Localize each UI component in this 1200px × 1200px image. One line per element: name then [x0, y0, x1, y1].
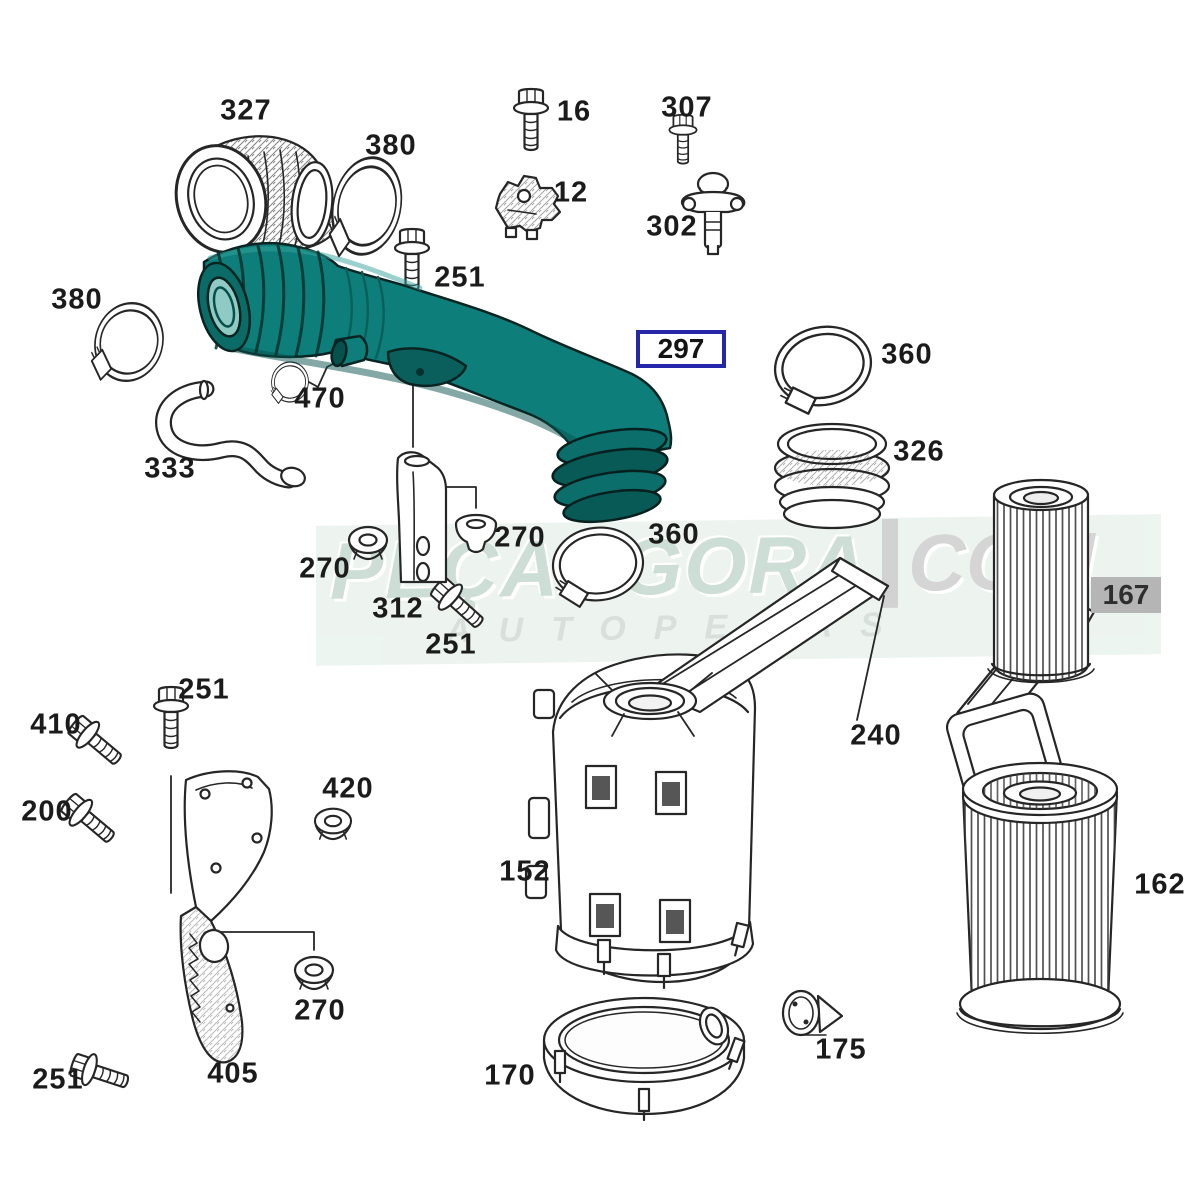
part-333-hose — [155, 379, 306, 489]
part-label-297-highlight-box: 297 — [636, 330, 726, 368]
part-270-grommet-left — [347, 525, 389, 561]
part-312-bracket — [396, 451, 448, 584]
part-label-470: 470 — [294, 382, 346, 415]
part-170-lower-ring — [542, 996, 746, 1122]
part-label-251-bl: 251 — [178, 673, 230, 706]
part-270-nut-mid — [454, 513, 498, 554]
part-label-333: 333 — [144, 452, 196, 485]
part-label-326: 326 — [893, 435, 945, 468]
part-label-360-right: 360 — [881, 338, 933, 371]
part-label-251-top: 251 — [434, 261, 486, 294]
part-label-270-left: 270 — [299, 552, 351, 585]
part-label-380-top: 380 — [365, 129, 417, 162]
part-label-410: 410 — [30, 708, 82, 741]
part-16-bolt — [512, 87, 550, 152]
part-420-nut — [313, 807, 353, 841]
part-label-327: 327 — [220, 94, 272, 127]
part-label-200: 200 — [21, 795, 73, 828]
part-405-bracket-plate — [179, 770, 273, 1064]
part-label-307: 307 — [661, 91, 713, 124]
part-326-corrugated-connector — [773, 422, 891, 530]
part-label-170: 170 — [484, 1059, 536, 1092]
part-label-405: 405 — [207, 1057, 259, 1090]
part-label-162: 162 — [1134, 868, 1186, 901]
part-label-251-mid: 251 — [425, 628, 477, 661]
part-label-240: 240 — [850, 719, 902, 752]
part-label-420: 420 — [322, 772, 374, 805]
part-270-grommet-bottom — [293, 955, 335, 991]
part-360-clamp-mid — [546, 522, 649, 611]
part-302-sensor — [680, 171, 746, 256]
part-12-valve — [494, 174, 562, 241]
part-327-corrugated-elbow — [174, 135, 336, 254]
part-175-bracket — [781, 989, 844, 1037]
housing-clips — [584, 764, 692, 944]
part-label-312: 312 — [372, 592, 424, 625]
part-label-175: 175 — [815, 1033, 867, 1066]
part-label-251-bottom: 251 — [32, 1063, 84, 1096]
part-297-intake-duct-highlighted — [197, 241, 673, 524]
part-152-air-filter-housing — [524, 556, 890, 990]
part-label-270-bottom: 270 — [294, 994, 346, 1027]
part-label-302: 302 — [646, 210, 698, 243]
part-162-filter-cartridge — [956, 761, 1124, 1034]
part-167-filter-cartridge — [987, 478, 1095, 684]
part-label-167-box: 167 — [1091, 577, 1161, 613]
part-label-380-left: 380 — [51, 283, 103, 316]
part-label-152: 152 — [499, 855, 551, 888]
part-360-clamp-right — [764, 316, 881, 421]
part-label-360-mid: 360 — [648, 518, 700, 551]
part-label-16: 16 — [556, 95, 592, 128]
part-label-12: 12 — [553, 176, 589, 209]
part-label-270-mid: 270 — [494, 521, 546, 554]
